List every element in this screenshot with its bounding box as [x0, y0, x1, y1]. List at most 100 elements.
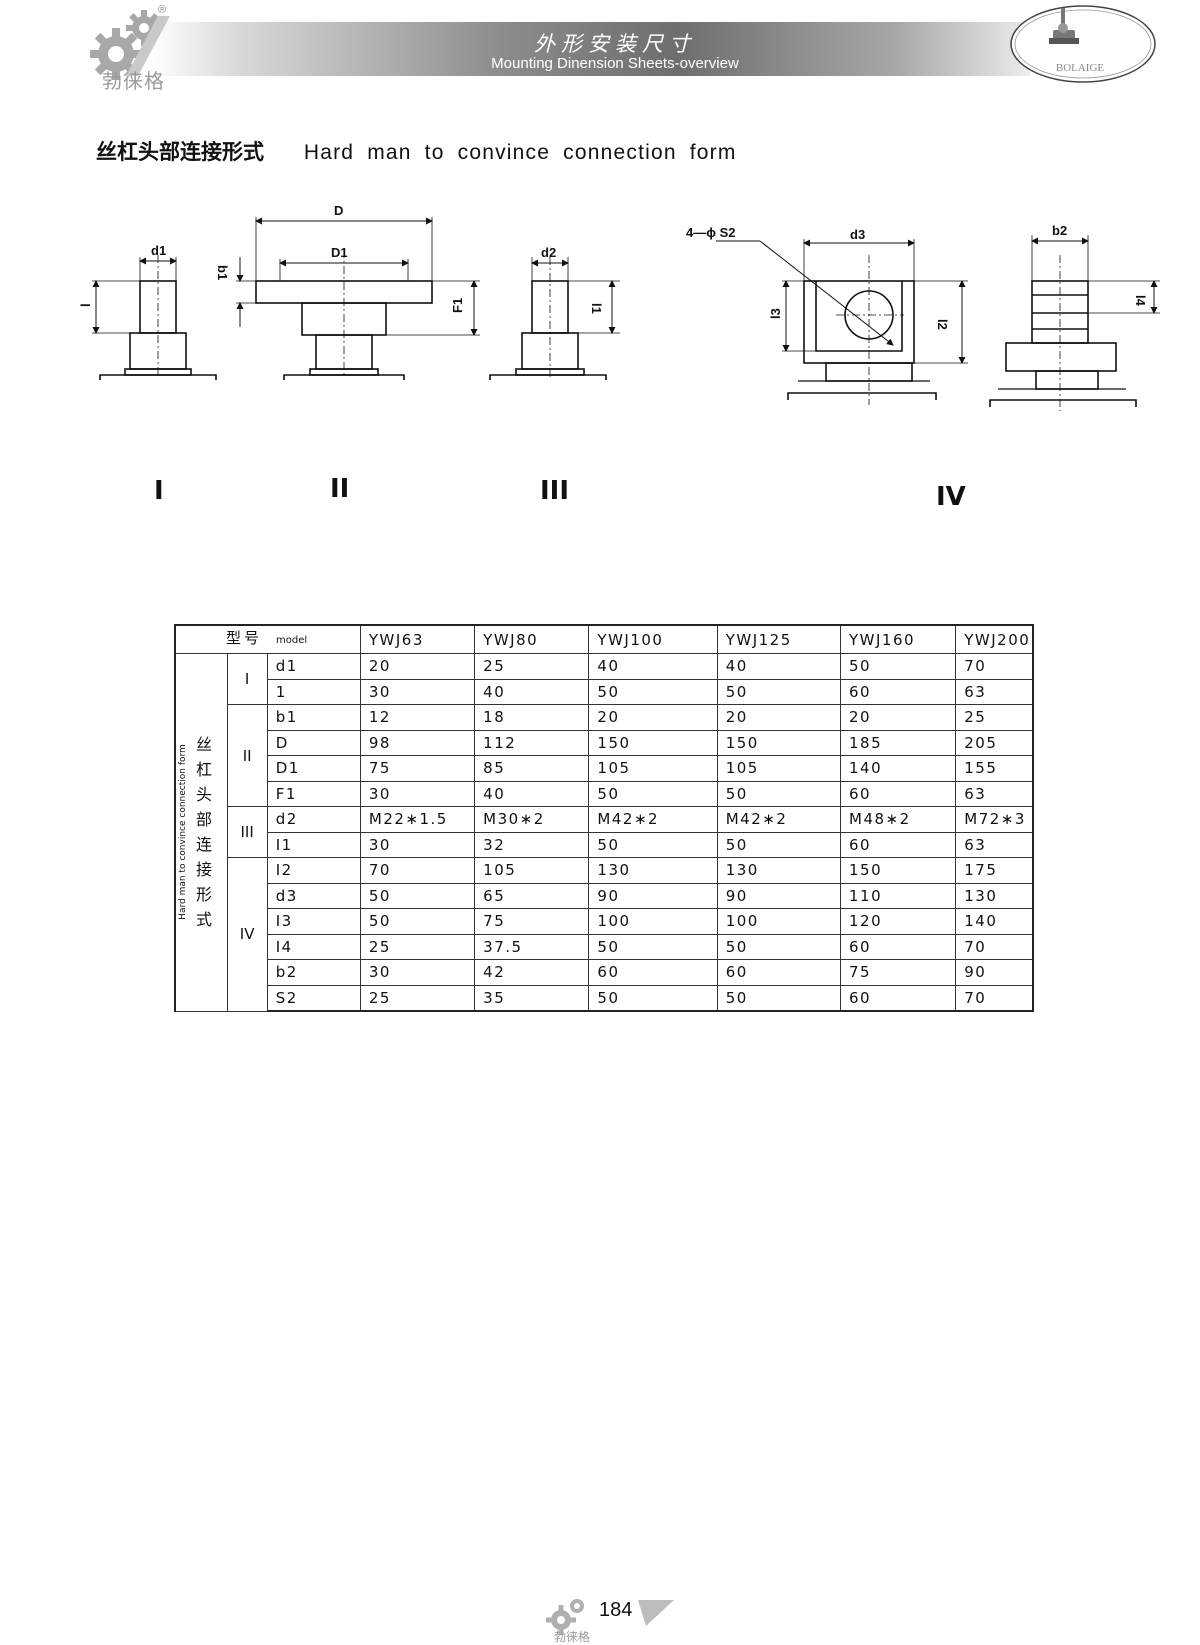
registered-mark: ® — [158, 4, 167, 16]
value-cell: 110 — [839, 882, 957, 909]
value-cell: 50 — [588, 831, 718, 858]
value-cell: 70 — [359, 857, 476, 884]
brand-emblem-icon — [1010, 5, 1156, 83]
form-iv-side-drawing — [989, 235, 1160, 411]
param-name-cell: D — [266, 729, 361, 756]
group-label-en: Hard man to convince connection form — [171, 744, 195, 920]
param-name-cell: 1 — [266, 678, 361, 705]
value-cell: 105 — [588, 755, 718, 782]
dim-label-d3: d3 — [850, 227, 865, 242]
value-cell: 63 — [955, 831, 1035, 858]
param-name-cell: I1 — [266, 831, 361, 858]
value-cell: 100 — [588, 908, 718, 935]
value-cell: 100 — [716, 908, 842, 935]
value-cell: 20 — [716, 704, 842, 731]
brand-name-right: BOLAIGE — [1055, 62, 1105, 74]
value-cell: 50 — [588, 984, 718, 1012]
header-title-en: Mounting Dinension Sheets-overview — [491, 55, 739, 72]
value-cell: 40 — [716, 653, 842, 680]
value-cell: 60 — [839, 831, 957, 858]
dim-label-d2: d2 — [541, 245, 556, 260]
model-col-header: YWJ200 — [955, 624, 1035, 654]
param-name-cell: b2 — [266, 959, 361, 986]
dim-label-b2: b2 — [1052, 223, 1067, 238]
value-cell: 60 — [839, 933, 957, 960]
value-cell: 20 — [359, 653, 476, 680]
value-cell: 25 — [359, 984, 476, 1012]
dim-label-d1: d1 — [151, 243, 166, 258]
header-title-cn: 外形安装尺寸 — [534, 32, 696, 56]
value-cell: 105 — [474, 857, 590, 884]
page-number: 184 — [599, 1599, 633, 1621]
param-name-cell: d2 — [266, 806, 361, 833]
value-cell: M42∗2 — [716, 806, 842, 833]
value-cell: 90 — [716, 882, 842, 909]
value-cell: M22∗1.5 — [359, 806, 476, 833]
param-name-cell: F1 — [266, 780, 361, 807]
group-label-cn-char: 式 — [196, 910, 213, 930]
value-cell: 18 — [474, 704, 590, 731]
param-name-cell: d3 — [266, 882, 361, 909]
model-header-en: model — [276, 635, 308, 646]
value-cell: 50 — [716, 831, 842, 858]
value-cell: 130 — [955, 882, 1035, 909]
value-cell: 30 — [359, 678, 476, 705]
value-cell: 65 — [474, 882, 590, 909]
param-name-cell: I3 — [266, 908, 361, 935]
param-name-cell: I4 — [266, 933, 361, 960]
param-name-cell: I2 — [266, 857, 361, 884]
value-cell: 70 — [955, 984, 1035, 1012]
model-col-header: YWJ63 — [359, 624, 476, 654]
value-cell: 50 — [588, 933, 718, 960]
section-title-cn: 丝杠头部连接形式 — [96, 140, 264, 164]
value-cell: 75 — [839, 959, 957, 986]
value-cell: 70 — [955, 653, 1035, 680]
dim-label-l: l — [78, 303, 93, 307]
model-col-header: YWJ80 — [474, 624, 590, 654]
group-label-en-text: Hard man to convince connection form — [178, 744, 188, 921]
model-col-header: YWJ125 — [716, 624, 842, 654]
form-iii-drawing — [489, 257, 620, 380]
group-label-cn-char: 丝 — [196, 735, 213, 755]
group-label-cn-char: 头 — [196, 785, 213, 805]
group-label-cn-char: 形 — [196, 885, 213, 905]
value-cell: 70 — [955, 933, 1035, 960]
form-type-cell: II — [226, 704, 268, 807]
form-type-cell: III — [226, 806, 268, 858]
value-cell: 150 — [839, 857, 957, 884]
value-cell: 20 — [588, 704, 718, 731]
value-cell: 112 — [474, 729, 590, 756]
model-col-header: YWJ100 — [588, 624, 718, 654]
form-iv-front-drawing — [716, 239, 968, 405]
value-cell: 60 — [588, 959, 718, 986]
value-cell: 63 — [955, 678, 1035, 705]
value-cell: 30 — [359, 831, 476, 858]
form-label-iii: III — [540, 476, 570, 506]
value-cell: 40 — [588, 653, 718, 680]
value-cell: 50 — [359, 908, 476, 935]
group-label-cn-char: 连 — [196, 835, 213, 855]
value-cell: 140 — [839, 755, 957, 782]
dim-label-l1: l1 — [589, 303, 604, 314]
value-cell: 50 — [716, 678, 842, 705]
value-cell: M42∗2 — [588, 806, 718, 833]
value-cell: 50 — [588, 678, 718, 705]
value-cell: 175 — [955, 857, 1035, 884]
value-cell: 130 — [588, 857, 718, 884]
dim-label-D1: D1 — [331, 245, 348, 260]
value-cell: 32 — [474, 831, 590, 858]
value-cell: 25 — [955, 704, 1035, 731]
form-type-cell: I — [226, 653, 268, 705]
